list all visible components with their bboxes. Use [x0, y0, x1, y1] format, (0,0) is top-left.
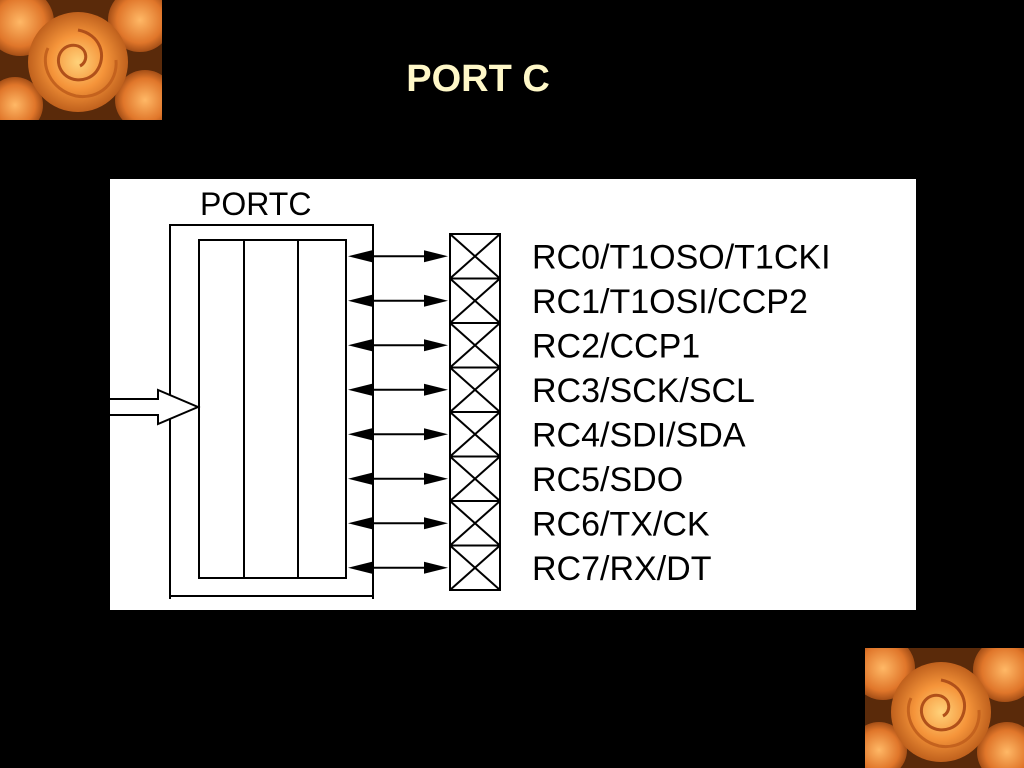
pin-label: RC0/T1OSO/T1CKI — [532, 238, 831, 276]
arrow-head-left-icon — [348, 383, 372, 396]
pin-pad-cross — [449, 455, 501, 502]
pin-row: RC7/RX/DT — [348, 544, 711, 591]
latch-box — [198, 239, 347, 579]
pin-row: RC5/SDO — [348, 455, 683, 502]
pin-pad-cross — [449, 500, 501, 547]
arrow-head-right-icon — [424, 250, 448, 263]
input-arrow — [110, 388, 201, 426]
pin-pad-cross — [449, 233, 501, 280]
portc-block-diagram: PORTC RC0/T1OSO/T1CKI RC1/T1OSI/CCP2RC2/C… — [110, 186, 831, 599]
register-outer-box — [169, 224, 374, 599]
arrow-head-right-icon — [424, 294, 448, 307]
arrow-head-right-icon — [424, 517, 448, 530]
pin-row: RC4/SDI/SDA — [348, 411, 746, 458]
pin-row: RC1/T1OSI/CCP2 — [348, 277, 808, 324]
pin-pad-cross — [449, 322, 501, 369]
arrow-head-right-icon — [424, 383, 448, 396]
arrow-head-right-icon — [424, 428, 448, 441]
rose-image-top-left — [0, 0, 162, 120]
pin-pad-cross — [449, 544, 501, 591]
arrow-head-left-icon — [348, 294, 372, 307]
pin-row: RC0/T1OSO/T1CKI — [348, 233, 831, 280]
pin-label: RC7/RX/DT — [532, 550, 711, 588]
pin-label: RC5/SDO — [532, 461, 683, 499]
pin-label: RC4/SDI/SDA — [532, 416, 746, 454]
arrow-head-left-icon — [348, 250, 372, 263]
arrow-head-right-icon — [424, 561, 448, 574]
pin-label: RC6/TX/CK — [532, 505, 710, 543]
pin-rows: RC0/T1OSO/T1CKI RC1/T1OSI/CCP2RC2/CCP1RC3… — [348, 233, 831, 591]
arrow-head-right-icon — [424, 339, 448, 352]
rose-image-bottom-right — [865, 648, 1024, 768]
pin-label: RC3/SCK/SCL — [532, 372, 755, 410]
pin-pad-cross — [449, 366, 501, 413]
arrow-head-right-icon — [424, 472, 448, 485]
pin-pad-cross — [449, 277, 501, 324]
arrow-head-left-icon — [348, 517, 372, 530]
port-label: PORTC — [200, 186, 311, 222]
pin-pad-box — [449, 544, 501, 591]
pin-label: RC1/T1OSI/CCP2 — [532, 283, 808, 321]
pin-row: RC2/CCP1 — [348, 322, 700, 369]
slide-title: PORT C — [406, 58, 550, 100]
pin-row: RC3/SCK/SCL — [348, 366, 755, 413]
pin-row: RC6/TX/CK — [348, 500, 710, 547]
arrow-head-left-icon — [348, 472, 372, 485]
arrow-head-left-icon — [348, 428, 372, 441]
pin-pad-cross — [449, 411, 501, 458]
pin-label: RC2/CCP1 — [532, 327, 700, 365]
arrow-head-left-icon — [348, 339, 372, 352]
arrow-head-left-icon — [348, 561, 372, 574]
